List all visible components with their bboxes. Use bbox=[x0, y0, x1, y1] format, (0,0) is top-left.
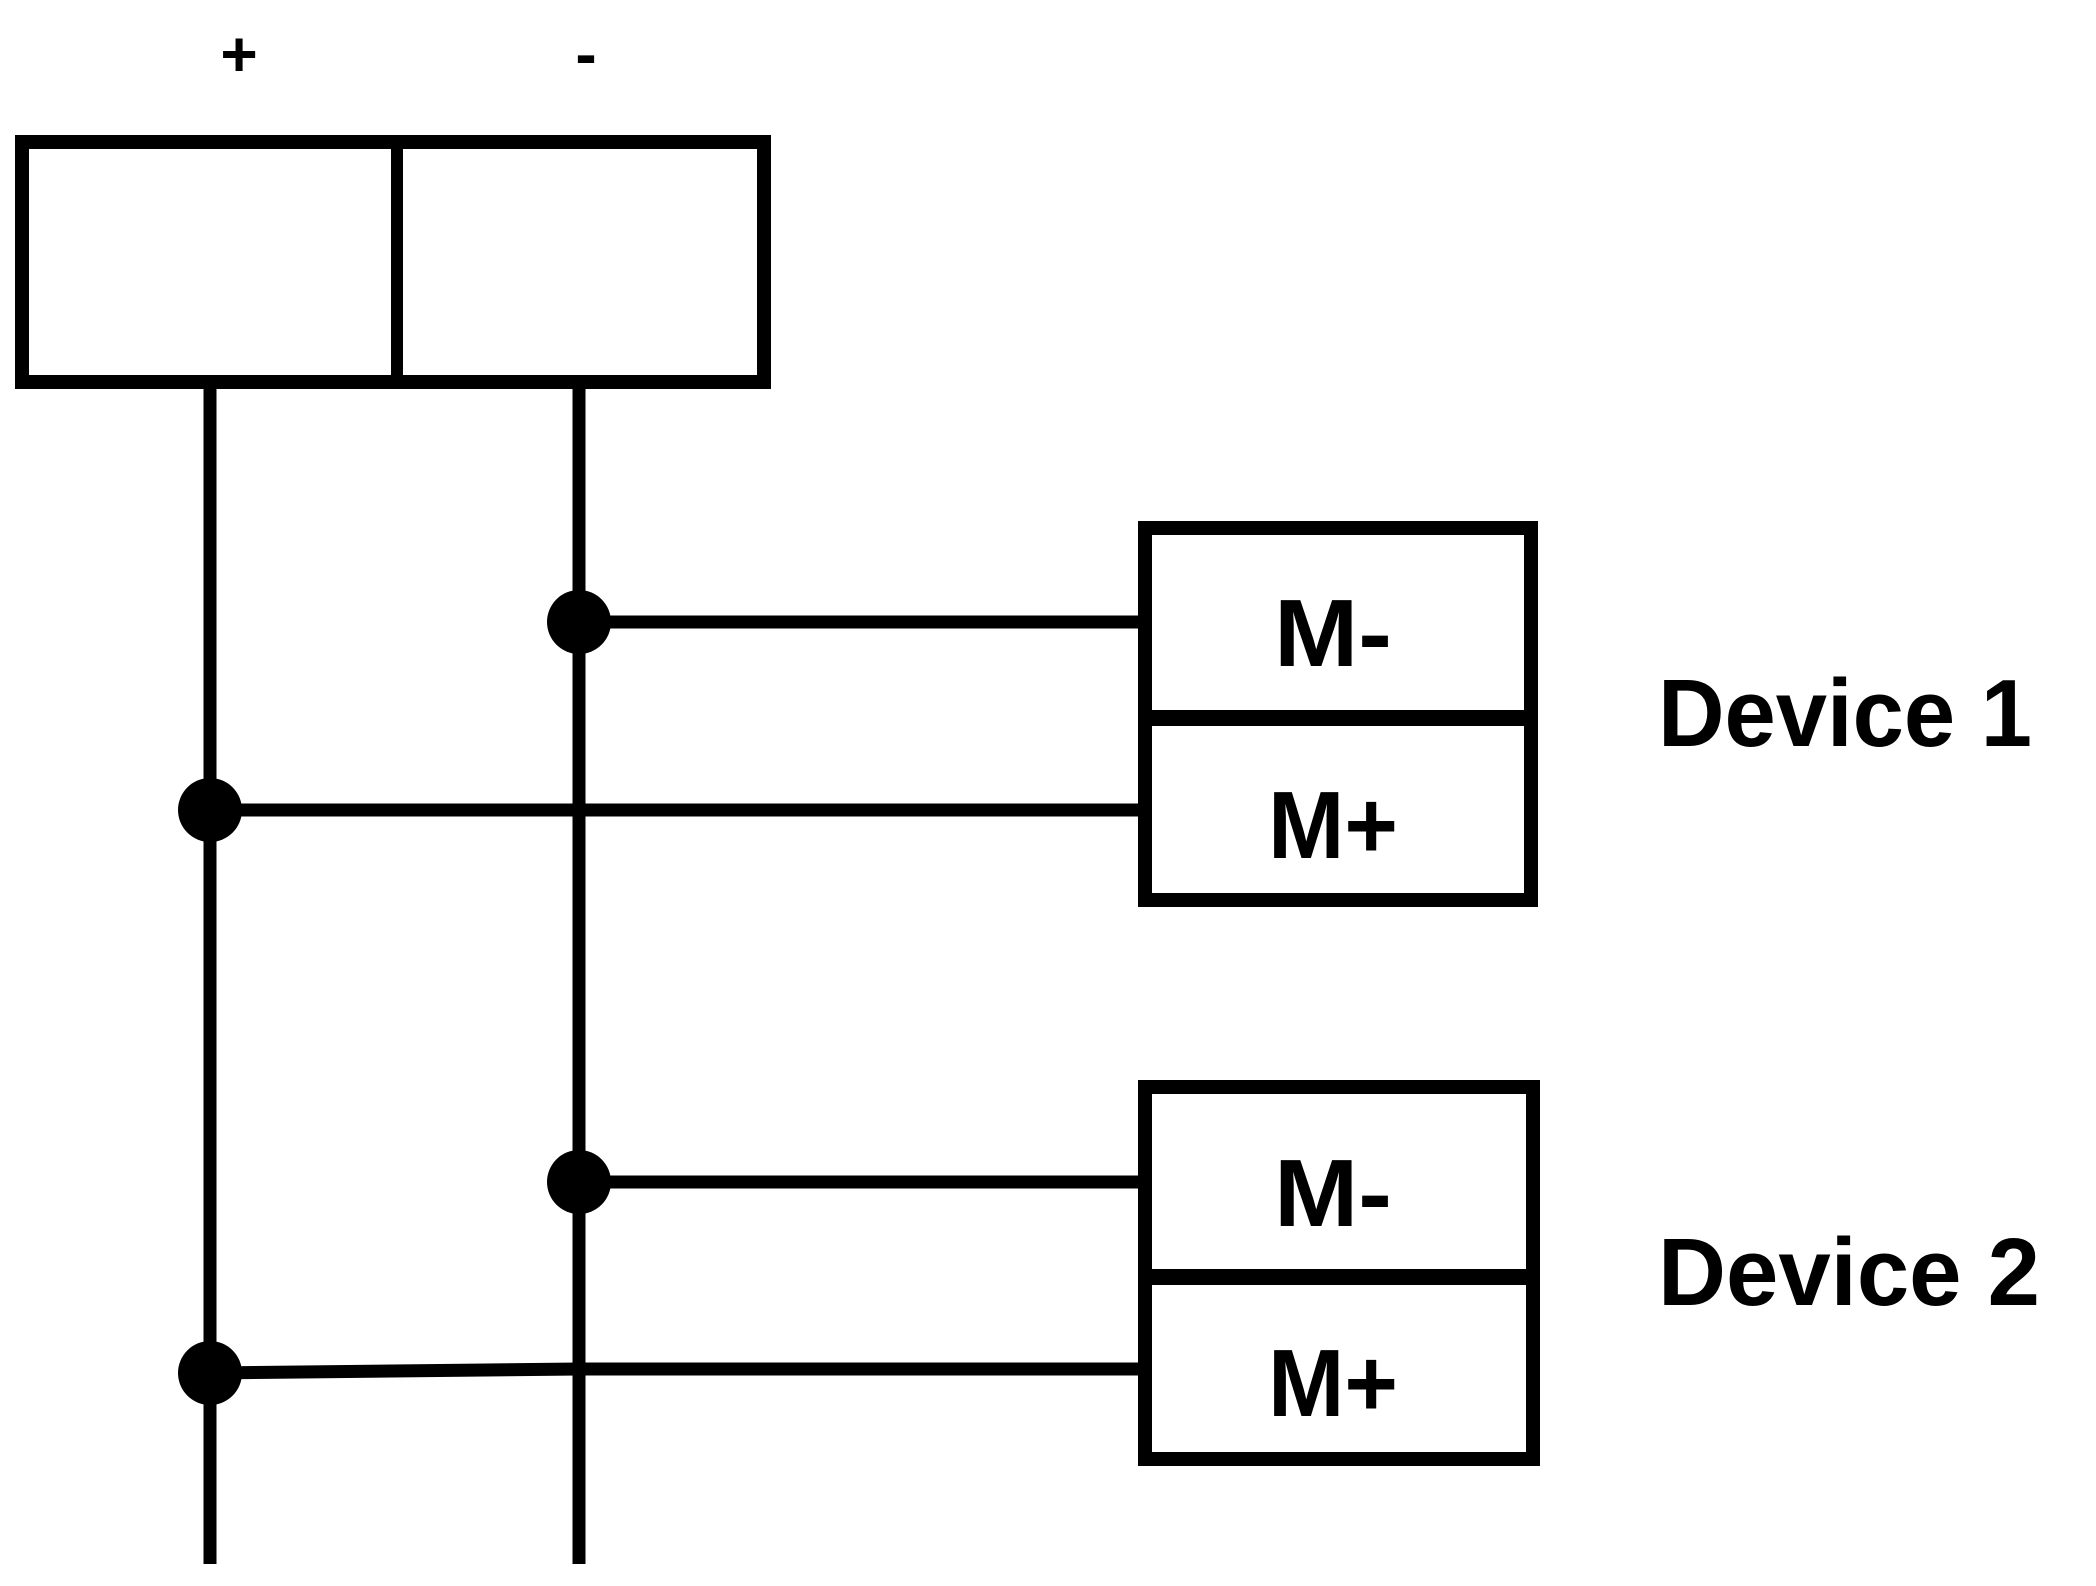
device2-terminal-negative: M- bbox=[1274, 1140, 1392, 1247]
junction-dot bbox=[547, 1150, 611, 1214]
power-supply bbox=[15, 135, 771, 389]
device1-terminal-negative: M- bbox=[1274, 580, 1392, 687]
junction-dot bbox=[547, 590, 611, 654]
device2-terminal-positive: M+ bbox=[1268, 1330, 1398, 1437]
positive-label: + bbox=[220, 18, 257, 90]
negative-label: - bbox=[575, 18, 596, 90]
device-1: M- M+ Device 1 bbox=[1138, 521, 2032, 907]
device2-label: Device 2 bbox=[1658, 1219, 2040, 1326]
device2-positive-wire bbox=[209, 1362, 1138, 1380]
junction-dot bbox=[178, 1341, 242, 1405]
junction-dot bbox=[178, 778, 242, 842]
device1-terminal-positive: M+ bbox=[1268, 772, 1398, 879]
device1-label: Device 1 bbox=[1658, 660, 2032, 767]
device-2: M- M+ Device 2 bbox=[1138, 1080, 2040, 1466]
